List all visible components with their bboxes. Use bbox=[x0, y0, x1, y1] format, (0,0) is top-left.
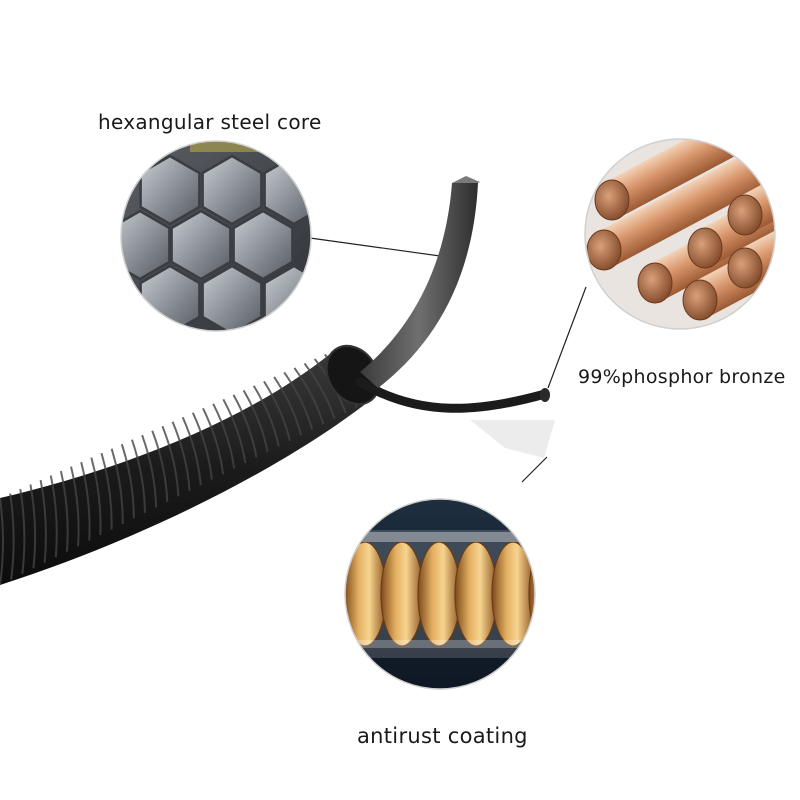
steel-core-detail bbox=[121, 141, 311, 331]
steel-core-label: hexangular steel core bbox=[98, 110, 322, 134]
bronze-leader-line bbox=[547, 286, 587, 389]
antirust-coating-detail bbox=[345, 499, 535, 689]
steel-leader-line bbox=[309, 237, 441, 257]
inner-wire bbox=[355, 377, 555, 458]
phosphor-bronze-label: 99%phosphor bronze bbox=[578, 366, 786, 388]
steel-core-rod bbox=[360, 176, 480, 388]
phosphor-bronze-detail bbox=[585, 139, 775, 329]
leader-lines bbox=[309, 237, 587, 483]
coating-leader-line bbox=[521, 456, 548, 483]
outer-cable bbox=[0, 344, 381, 586]
antirust-coating-label: antirust coating bbox=[357, 724, 528, 748]
